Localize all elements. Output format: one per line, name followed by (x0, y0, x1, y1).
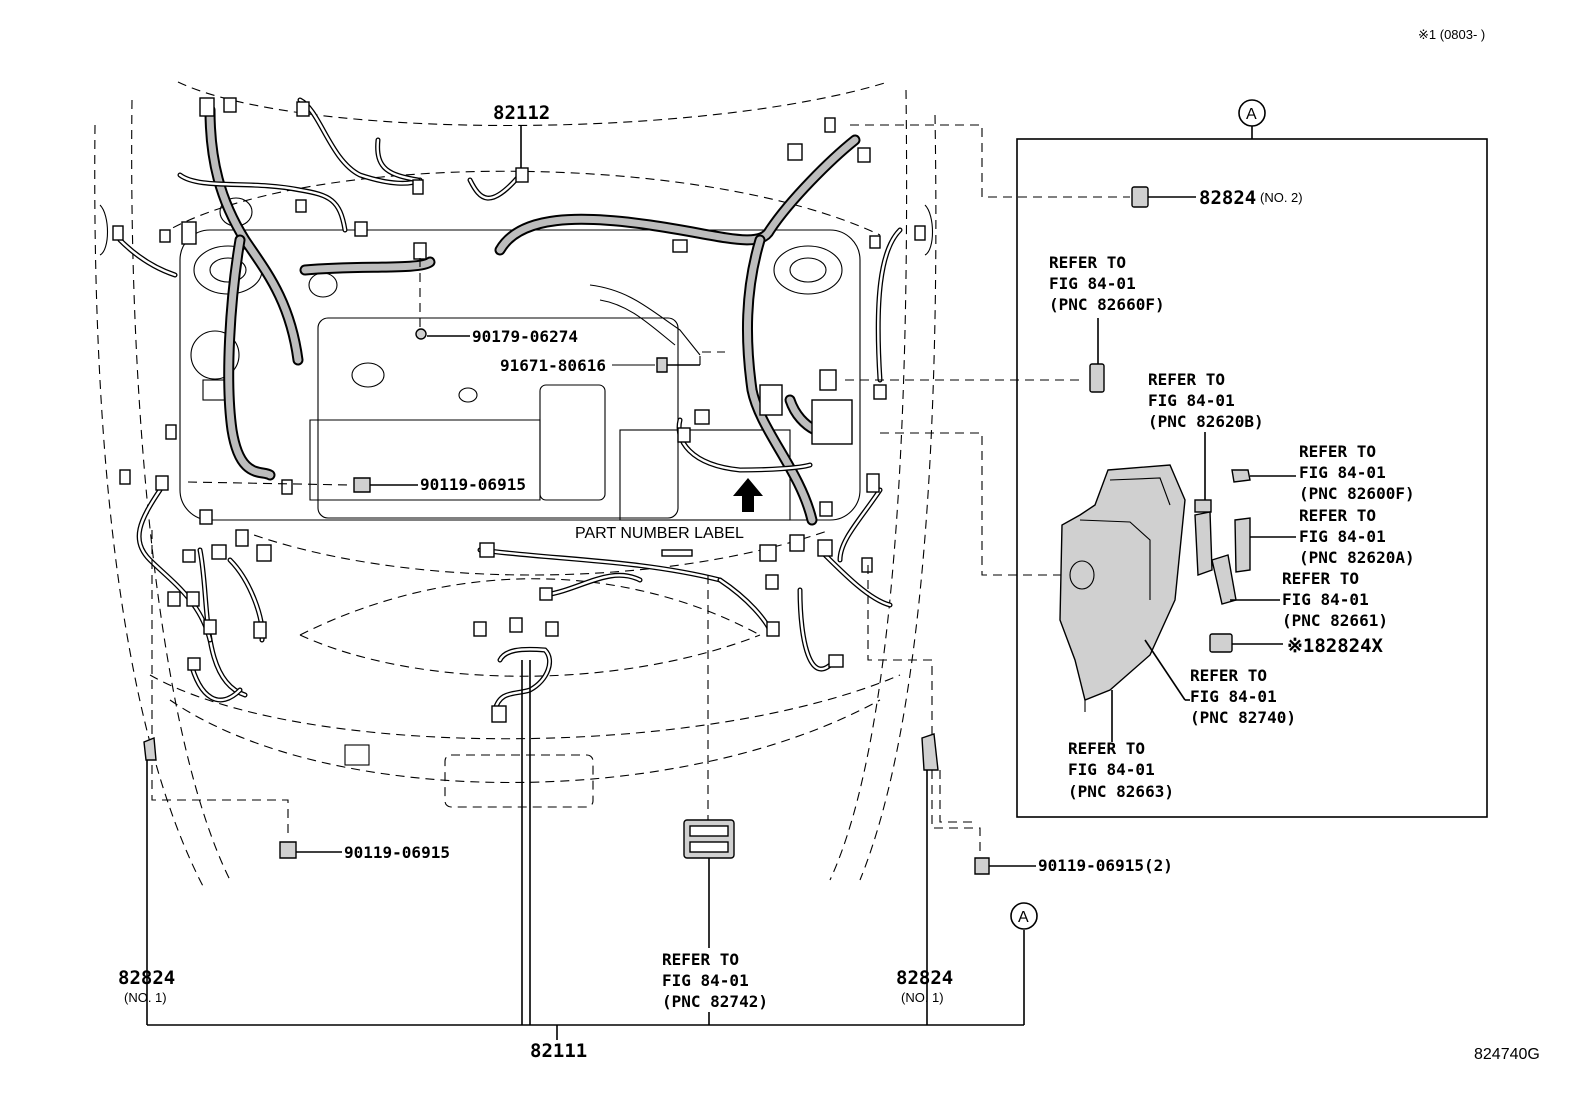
svg-text:FIG 84-01: FIG 84-01 (662, 971, 749, 990)
svg-text:(PNC 82740): (PNC 82740) (1190, 708, 1296, 727)
connector-82660f (1089, 363, 1105, 393)
svg-text:FIG 84-01: FIG 84-01 (1148, 391, 1235, 410)
svg-text:FIG 84-01: FIG 84-01 (1299, 527, 1386, 546)
diagram-code: 824740G (1474, 1046, 1540, 1063)
refer-82740: REFER TO FIG 84-01 (PNC 82740) (1190, 666, 1296, 727)
refer-82663: REFER TO FIG 84-01 (PNC 82663) (1068, 739, 1174, 801)
bolt-90179-label: 90179-06274 (472, 327, 578, 346)
refer-82620a: REFER TO FIG 84-01 (PNC 82620A) (1299, 506, 1415, 567)
refer-82742: REFER TO FIG 84-01 (PNC 82742) (662, 950, 768, 1011)
svg-text:FIG 84-01: FIG 84-01 (1068, 760, 1155, 779)
relay-82620b (1194, 499, 1212, 513)
relay-82824-no2 (1131, 186, 1149, 208)
bolt-90119-right-label: 90119-06915(2) (1038, 856, 1173, 875)
part-82824-right: 82824 (896, 967, 953, 989)
svg-text:(PNC 82742): (PNC 82742) (662, 992, 768, 1011)
svg-text:FIG 84-01: FIG 84-01 (1282, 590, 1369, 609)
callout-a-bottom: A (1010, 902, 1038, 930)
svg-text:REFER TO: REFER TO (662, 950, 739, 969)
part-82824-left: 82824 (118, 967, 175, 989)
refer-82620b: REFER TO FIG 84-01 (PNC 82620B) (1148, 370, 1264, 431)
wire-harness-thin (117, 97, 903, 713)
svg-text:REFER TO: REFER TO (1299, 506, 1376, 525)
lower-left-fasteners (143, 530, 342, 1025)
svg-text:(PNC 82620B): (PNC 82620B) (1148, 412, 1264, 431)
bolt-91671-label: 91671-80616 (500, 356, 606, 375)
svg-text:(PNC 82660F): (PNC 82660F) (1049, 295, 1165, 314)
part-number-label-arrow (733, 478, 763, 512)
part-82824-right-sub: (NO. 1) (901, 990, 944, 1005)
bolt-90119-low-label: 90119-06915 (344, 843, 450, 862)
relay-block (1059, 464, 1190, 742)
svg-text:FIG 84-01: FIG 84-01 (1049, 274, 1136, 293)
svg-text:REFER TO: REFER TO (1299, 442, 1376, 461)
svg-text:(PNC 82600F): (PNC 82600F) (1299, 484, 1415, 503)
svg-text:REFER TO: REFER TO (1282, 569, 1359, 588)
refer-82661: REFER TO FIG 84-01 (PNC 82661) (1282, 569, 1388, 630)
relay-strip-a (1194, 511, 1213, 576)
bracket-82111 (147, 660, 1025, 1040)
part-82112: 82112 (493, 102, 550, 124)
svg-text:REFER TO: REFER TO (1068, 739, 1145, 758)
relay-82824x (1209, 633, 1233, 653)
fuse-82600f (1231, 469, 1251, 483)
refer-82660f: REFER TO FIG 84-01 (PNC 82660F) (1049, 253, 1165, 314)
lower-right-fasteners (867, 565, 1036, 1025)
refer-82600f: REFER TO FIG 84-01 (PNC 82600F) (1299, 442, 1415, 503)
car-body-outline (94, 81, 937, 891)
bolt-90119-mid-label: 90119-06915 (420, 475, 526, 494)
center-connector (683, 575, 735, 948)
detail-leaders (845, 124, 1130, 576)
svg-text:FIG 84-01: FIG 84-01 (1299, 463, 1386, 482)
part-82824-left-sub: (NO. 1) (124, 990, 167, 1005)
svg-text:A: A (1246, 106, 1257, 123)
svg-text:REFER TO: REFER TO (1148, 370, 1225, 389)
part-82824x: ※182824X (1287, 635, 1384, 657)
svg-text:REFER TO: REFER TO (1190, 666, 1267, 685)
svg-text:(PNC 82663): (PNC 82663) (1068, 782, 1174, 801)
part-82824-top: 82824 (1199, 187, 1256, 209)
svg-text:(PNC 82661): (PNC 82661) (1282, 611, 1388, 630)
svg-text:A: A (1018, 909, 1029, 926)
fastener-callouts (187, 258, 725, 493)
svg-text:FIG 84-01: FIG 84-01 (1190, 687, 1277, 706)
connectors (112, 97, 926, 723)
svg-text:(PNC 82620A): (PNC 82620A) (1299, 548, 1415, 567)
part-82111: 82111 (530, 1040, 587, 1062)
header-note: ※1 (0803- ) (1418, 27, 1485, 42)
part-number-label: PART NUMBER LABEL (575, 525, 744, 542)
part-82824-top-sub: (NO. 2) (1260, 190, 1303, 205)
relay-82620a (1234, 517, 1251, 573)
callout-a-top: A (1238, 99, 1266, 139)
relay-82661 (1211, 554, 1237, 605)
svg-text:REFER TO: REFER TO (1049, 253, 1126, 272)
